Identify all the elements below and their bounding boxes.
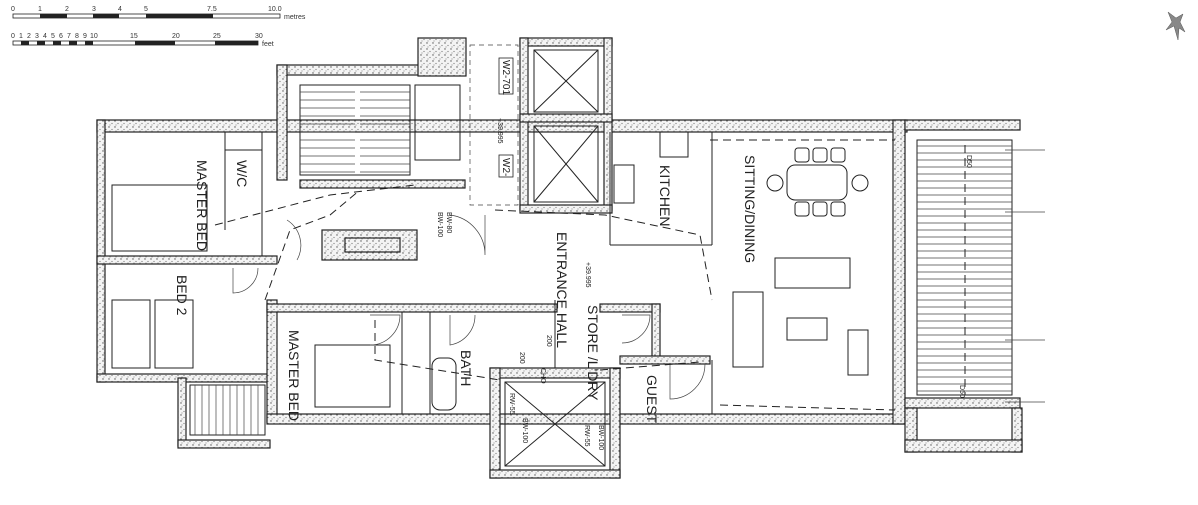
tag-d50: D50 [958,385,965,398]
tag-bw100: BW-100 [597,425,604,450]
scale-tick: 7 [67,33,71,40]
metric-scale-bar: 0 1 2 3 4 5 7.5 10.0 metres [11,6,306,21]
dining-chair [794,201,810,217]
dining-chair [830,201,846,217]
scale-tick: 20 [172,33,180,40]
scale-tick: 1 [19,33,23,40]
staircase [189,84,461,436]
scale-tick: 0 [11,6,15,13]
scale-tick: 0 [11,33,15,40]
tag-w2: W2- [500,158,511,176]
scale-tick: 30 [255,33,263,40]
scale-tick: 8 [75,33,79,40]
room-label-sitting-dining: SITTING/DINING [742,155,758,263]
scale-tick: 6 [59,33,63,40]
room-label-master-bed: MASTER BED [194,160,210,251]
tag-rw55: RW-55 [508,393,515,415]
dining-chair [766,174,784,192]
dimension: 200 [545,335,552,347]
coffee-table [786,317,828,341]
dining-chair [794,147,810,163]
doors [232,214,706,400]
tag-rw55: RW-55 [583,425,590,447]
tag-w2-701: W2-701 [500,60,511,95]
scale-unit: feet [262,41,274,48]
scale-tick: 15 [130,33,138,40]
scale-tick: 25 [213,33,221,40]
scale-tick: 9 [83,33,87,40]
bathtub [431,357,457,411]
room-label-bed-2: BED 2 [174,275,190,316]
side-unit [847,329,869,376]
room-label-guest: GUEST [644,375,660,424]
room-label-wic: W/C [234,160,250,187]
scale-tick: 2 [65,6,69,13]
dimension: 200 [518,352,525,364]
scale-tick: 10 [90,33,98,40]
scale-tick: 2 [27,33,31,40]
room-label-master-bed-2: MASTER BED [286,330,302,421]
bed-2a [111,299,151,369]
scale-tick: 10.0 [268,6,282,13]
scale-unit: metres [284,14,306,21]
scale-tick: 4 [43,33,47,40]
scale-tick: 7.5 [207,6,217,13]
lift-shafts [469,44,606,467]
dining-table [786,164,848,201]
tag-bw80: BW-80 [445,212,452,233]
bed-master-1 [111,184,208,252]
dining-chair [812,201,828,217]
tag-bw100: BW-100 [436,212,443,237]
scale-tick: 5 [144,6,148,13]
room-label-kitchen: KITCHEN [657,165,673,226]
level-mark: +39.995 [584,262,591,288]
bed-2b [154,299,194,369]
sink [613,164,635,204]
ceiling-lines [214,139,966,411]
room-label-bath: BATH [458,350,474,386]
room-labels: MASTER BED W/C BED 2 MASTER BED BATH ENT… [174,155,758,424]
grid-lines [1005,149,1045,403]
scale-tick: 4 [118,6,122,13]
scale-tick: 3 [35,33,39,40]
room-label-entrance-hall: ENTRANCE HALL [554,232,570,348]
compass-icon [1165,11,1186,41]
dining-chair [812,147,828,163]
dining-chair [830,147,846,163]
room-label-store-laundry: STORE /L'DRY [585,305,601,401]
furniture [111,131,869,411]
scale-tick: 1 [38,6,42,13]
tag-cho: CHO [539,368,546,384]
tag-d50: D50 [965,155,972,168]
scale-tick: 5 [51,33,55,40]
dining-chair [851,174,869,192]
counter [344,237,401,253]
tag-bw100: BW-100 [521,418,528,443]
level-mark: +39.995 [496,118,503,144]
cooktop [659,131,689,158]
sofa [774,257,851,289]
partitions [224,132,713,414]
sofa-2 [732,291,764,368]
scale-tick: 3 [92,6,96,13]
bed-master-2 [314,344,391,408]
annotations: W2-701 W2- +39.995 +39.995 BW-80 BW-100 … [436,57,972,450]
